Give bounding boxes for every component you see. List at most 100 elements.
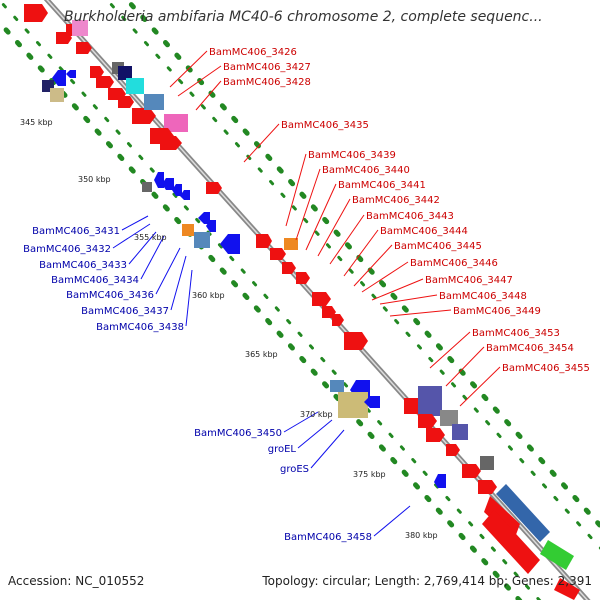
feature-misc[interactable] bbox=[126, 78, 144, 94]
scale-tick-label: 370 kbp bbox=[300, 410, 333, 419]
feature-misc[interactable] bbox=[72, 20, 88, 36]
gene-label-rev[interactable]: groEL bbox=[268, 444, 297, 455]
feature-misc[interactable] bbox=[194, 232, 210, 248]
feature-rev[interactable] bbox=[154, 172, 164, 188]
feature-misc[interactable] bbox=[50, 88, 64, 102]
feature-fwd[interactable] bbox=[160, 136, 182, 150]
feature-rev[interactable] bbox=[220, 234, 240, 254]
gene-label-rev[interactable]: BamMC406_3436 bbox=[66, 290, 154, 301]
scale-tick-label: 360 kbp bbox=[192, 291, 225, 300]
feature-fwd[interactable] bbox=[76, 42, 92, 54]
scale-tick-label: 350 kbp bbox=[78, 175, 111, 184]
feature-fwd[interactable] bbox=[256, 234, 272, 248]
gene-label-fwd[interactable]: BamMC406_3442 bbox=[352, 195, 440, 206]
feature-fwd[interactable] bbox=[282, 262, 296, 274]
gene-label-rev[interactable]: BamMC406_3458 bbox=[284, 532, 372, 543]
feature-fwd[interactable] bbox=[482, 510, 540, 574]
gene-label-fwd[interactable]: BamMC406_3447 bbox=[425, 275, 513, 286]
label-leader-fwd bbox=[343, 229, 379, 277]
gene-label-fwd[interactable]: BamMC406_3448 bbox=[439, 291, 527, 302]
feature-fwd[interactable] bbox=[56, 32, 72, 44]
feature-fwd[interactable] bbox=[24, 4, 48, 22]
feature-rev[interactable] bbox=[434, 474, 446, 488]
gene-label-fwd[interactable]: BamMC406_3453 bbox=[472, 328, 560, 339]
label-leader-rev bbox=[112, 223, 151, 249]
feature-fwd[interactable] bbox=[206, 182, 222, 194]
label-leader-rev bbox=[121, 215, 149, 231]
gene-label-rev[interactable]: BamMC406_3432 bbox=[23, 244, 111, 255]
feature-fwd[interactable] bbox=[554, 578, 580, 600]
gene-label-fwd[interactable]: BamMC406_3444 bbox=[380, 226, 468, 237]
gene-label-fwd[interactable]: BamMC406_3427 bbox=[223, 62, 311, 73]
feature-rev[interactable] bbox=[364, 396, 380, 408]
feature-fwd[interactable] bbox=[296, 272, 310, 284]
feature-fwd[interactable] bbox=[270, 248, 286, 260]
gene-label-fwd[interactable]: BamMC406_3426 bbox=[209, 47, 297, 58]
feature-rev[interactable] bbox=[52, 70, 66, 86]
feature-rev[interactable] bbox=[172, 184, 182, 196]
label-leader-rev bbox=[170, 255, 187, 311]
label-leader-rev bbox=[297, 419, 333, 449]
scale-tick-label: 380 kbp bbox=[405, 531, 438, 540]
gene-label-fwd[interactable]: BamMC406_3449 bbox=[453, 306, 541, 317]
gene-label-rev[interactable]: BamMC406_3450 bbox=[194, 428, 282, 439]
label-leader-fwd bbox=[329, 214, 365, 265]
feature-fwd[interactable] bbox=[96, 76, 114, 88]
feature-misc[interactable] bbox=[440, 410, 458, 426]
gene-label-rev[interactable]: groES bbox=[280, 464, 309, 475]
gene-labels: BamMC406_3426BamMC406_3427BamMC406_3428B… bbox=[23, 47, 590, 543]
feature-misc[interactable] bbox=[418, 386, 442, 416]
feature-rev[interactable] bbox=[162, 178, 174, 190]
reverse-features bbox=[42, 62, 446, 488]
feature-misc[interactable] bbox=[164, 114, 188, 132]
gene-label-fwd[interactable]: BamMC406_3445 bbox=[394, 241, 482, 252]
label-leader-fwd bbox=[195, 80, 222, 111]
gene-label-fwd[interactable]: BamMC406_3428 bbox=[223, 77, 311, 88]
feature-misc[interactable] bbox=[118, 66, 132, 80]
gene-label-rev[interactable]: BamMC406_3433 bbox=[39, 260, 127, 271]
feature-rev[interactable] bbox=[206, 220, 216, 232]
gene-label-fwd[interactable]: BamMC406_3439 bbox=[308, 150, 396, 161]
gene-label-fwd[interactable]: BamMC406_3443 bbox=[366, 211, 454, 222]
feature-fwd[interactable] bbox=[344, 332, 368, 350]
label-leader-fwd bbox=[445, 346, 485, 387]
feature-misc[interactable] bbox=[144, 94, 164, 110]
gene-label-fwd[interactable]: BamMC406_3446 bbox=[410, 258, 498, 269]
gene-label-fwd[interactable]: BamMC406_3441 bbox=[338, 180, 426, 191]
feature-fwd[interactable] bbox=[418, 414, 437, 428]
gene-label-fwd[interactable]: BamMC406_3455 bbox=[502, 363, 590, 374]
label-leader-rev bbox=[128, 231, 157, 265]
feature-misc[interactable] bbox=[496, 484, 550, 542]
feature-misc[interactable] bbox=[480, 456, 494, 470]
feature-misc[interactable] bbox=[284, 238, 298, 250]
feature-fwd[interactable] bbox=[132, 108, 156, 124]
feature-fwd[interactable] bbox=[312, 292, 331, 306]
gene-label-fwd[interactable]: BamMC406_3454 bbox=[486, 343, 574, 354]
feature-rev[interactable] bbox=[180, 190, 190, 200]
feature-rev[interactable] bbox=[66, 70, 76, 78]
feature-fwd[interactable] bbox=[118, 96, 134, 108]
gene-label-rev[interactable]: BamMC406_3438 bbox=[96, 322, 184, 333]
label-leader-fwd bbox=[379, 294, 438, 305]
feature-fwd[interactable] bbox=[90, 66, 104, 78]
feature-misc[interactable] bbox=[338, 392, 368, 418]
gene-label-rev[interactable]: BamMC406_3434 bbox=[51, 275, 139, 286]
feature-misc[interactable] bbox=[182, 224, 194, 236]
feature-fwd[interactable] bbox=[478, 480, 497, 494]
feature-fwd[interactable] bbox=[332, 314, 344, 326]
scale-tick-label: 345 kbp bbox=[20, 118, 53, 127]
feature-rev[interactable] bbox=[198, 212, 210, 224]
feature-misc[interactable] bbox=[452, 424, 468, 440]
gene-label-fwd[interactable]: BamMC406_3435 bbox=[281, 120, 369, 131]
feature-fwd[interactable] bbox=[426, 428, 445, 442]
feature-misc[interactable] bbox=[540, 540, 574, 570]
gene-label-rev[interactable]: BamMC406_3437 bbox=[81, 306, 169, 317]
feature-misc[interactable] bbox=[330, 380, 344, 392]
gene-label-fwd[interactable]: BamMC406_3440 bbox=[322, 165, 410, 176]
feature-fwd[interactable] bbox=[446, 444, 460, 456]
feature-misc[interactable] bbox=[142, 182, 152, 192]
feature-fwd[interactable] bbox=[462, 464, 481, 478]
gene-label-rev[interactable]: BamMC406_3431 bbox=[32, 226, 120, 237]
